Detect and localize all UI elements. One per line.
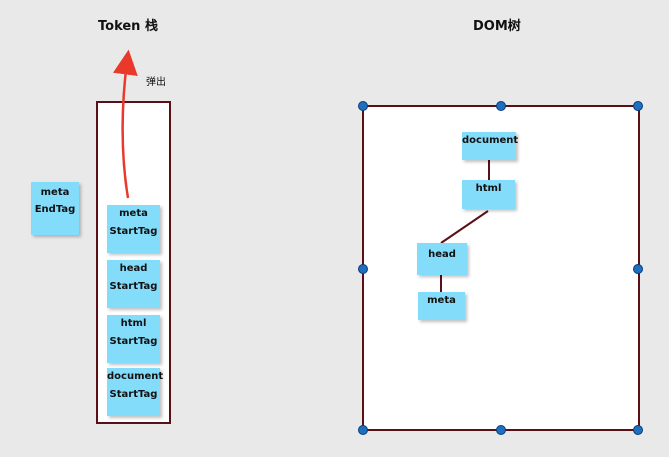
stack-token-name: meta	[119, 208, 148, 219]
popped-token-type: meta	[40, 187, 70, 198]
dom-node-meta[interactable]: meta	[418, 292, 465, 320]
dom-node-label: html	[475, 183, 502, 194]
resize-handle-top-center[interactable]	[496, 101, 506, 111]
resize-handle-top-left[interactable]	[358, 101, 368, 111]
stack-token-document[interactable]: document StartTag	[107, 368, 164, 416]
stack-token-name: document	[107, 371, 164, 382]
resize-handle-top-right[interactable]	[633, 101, 643, 111]
resize-handle-middle-left[interactable]	[358, 264, 368, 274]
dom-node-label: meta	[427, 295, 456, 306]
popped-token-card[interactable]: meta EndTag	[31, 182, 79, 235]
token-stack-title: Token 栈	[98, 19, 158, 34]
stack-token-kind: StartTag	[109, 389, 158, 400]
resize-handle-bottom-center[interactable]	[496, 425, 506, 435]
dom-tree-title: DOM树	[473, 19, 521, 34]
dom-node-head[interactable]: head	[417, 243, 467, 275]
stack-token-head[interactable]: head StartTag	[107, 260, 160, 308]
resize-handle-bottom-right[interactable]	[633, 425, 643, 435]
dom-node-label: head	[428, 249, 456, 260]
pop-label: 弹出	[146, 77, 166, 88]
stack-token-meta[interactable]: meta StartTag	[107, 205, 160, 253]
stack-token-name: html	[120, 318, 147, 329]
edge-html-head	[440, 210, 489, 244]
stack-token-kind: StartTag	[109, 281, 158, 292]
dom-node-html[interactable]: html	[462, 180, 515, 209]
stack-token-kind: StartTag	[109, 336, 158, 347]
dom-node-label: document	[462, 135, 519, 146]
dom-node-document[interactable]: document	[462, 132, 519, 160]
stack-token-html[interactable]: html StartTag	[107, 315, 160, 363]
stack-token-name: head	[119, 263, 148, 274]
pop-arrow	[112, 49, 138, 199]
resize-handle-middle-right[interactable]	[633, 264, 643, 274]
stack-token-kind: StartTag	[109, 226, 158, 237]
popped-token-kind: EndTag	[34, 204, 76, 215]
resize-handle-bottom-left[interactable]	[358, 425, 368, 435]
